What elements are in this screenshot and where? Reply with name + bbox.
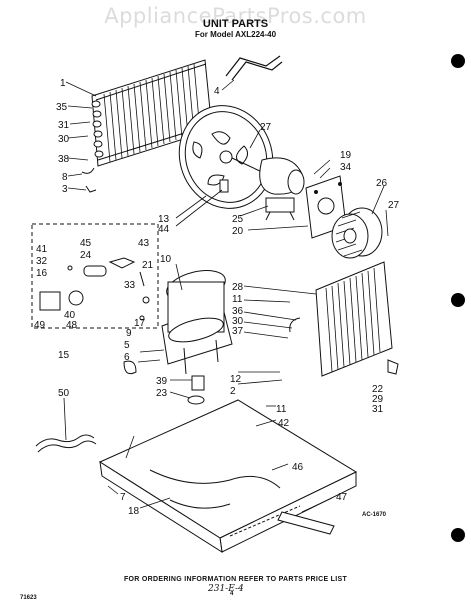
- callout-label: 18: [128, 506, 140, 517]
- callout-label: 47: [336, 492, 348, 503]
- compressor: [161, 270, 233, 375]
- callout-label: 24: [80, 250, 92, 261]
- callout-label: 31: [372, 404, 384, 415]
- callout-label: 27: [260, 122, 272, 133]
- callout-label: 11: [276, 404, 287, 415]
- callout-label: 35: [56, 102, 68, 113]
- callout-leader-lines: [63, 79, 389, 513]
- callout-label: 15: [58, 350, 70, 361]
- document-number: 71623: [20, 595, 37, 601]
- binder-hole-middle: [451, 293, 465, 307]
- callout-label: 19: [340, 150, 352, 161]
- callout-label: 32: [36, 256, 48, 267]
- callout-label: 45: [80, 238, 92, 249]
- callout-label: 4: [214, 86, 220, 97]
- callout-label: 30: [232, 316, 244, 327]
- callout-label: 20: [232, 226, 244, 237]
- callout-label: 27: [388, 200, 400, 211]
- callout-label: 21: [142, 260, 154, 271]
- base-pan: [98, 399, 358, 554]
- callout-label: 30: [58, 134, 70, 145]
- callout-label: 26: [376, 178, 388, 189]
- callout-label: 6: [124, 352, 130, 363]
- callout-label: 44: [158, 224, 170, 235]
- binder-hole-top: [451, 54, 465, 68]
- callout-label: 39: [156, 376, 168, 387]
- wire-harness: [35, 434, 97, 453]
- callout-label: 22: [372, 384, 384, 395]
- callout-label: 8: [62, 172, 68, 183]
- figure-code: AC-1670: [362, 512, 387, 518]
- fan-motor: [231, 157, 305, 221]
- callout-label: 33: [124, 280, 136, 291]
- callout-label: 50: [58, 388, 70, 399]
- evaporator-coil: [289, 261, 399, 377]
- bracket-part: [225, 55, 283, 81]
- callout-label: 5: [124, 340, 130, 351]
- ordering-instruction: FOR ORDERING INFORMATION REFER TO PARTS …: [123, 576, 348, 583]
- callout-label: 25: [232, 214, 244, 225]
- callout-label: 16: [36, 268, 48, 279]
- callout-label: 38: [58, 154, 70, 165]
- callout-label: 23: [156, 388, 168, 399]
- blower-wheel: [331, 207, 383, 259]
- page-number: 4: [230, 591, 234, 597]
- mounting-grommet: [123, 360, 205, 405]
- callout-numbers: 1 35 31 30 38 8 3 4 27 13 44 25 20 19 34…: [34, 78, 400, 517]
- callout-label: 42: [278, 418, 290, 429]
- callout-label: 41: [36, 244, 48, 255]
- callout-label: 28: [232, 282, 244, 293]
- callout-label: 49: [34, 320, 46, 331]
- condenser-coil: [81, 59, 213, 193]
- binder-hole-bottom: [451, 528, 465, 542]
- callout-label: 3: [62, 184, 68, 195]
- watermark: AppliancePartsPros.com: [104, 4, 367, 28]
- diagram-subtitle: For Model AXL224-40: [194, 30, 277, 39]
- callout-label: 7: [120, 492, 126, 503]
- callout-label: 43: [138, 238, 150, 249]
- callout-label: 9: [126, 328, 132, 339]
- condenser-fan-blade: [178, 105, 274, 209]
- callout-label: 34: [340, 162, 352, 173]
- callout-label: 2: [230, 386, 236, 397]
- callout-label: 10: [160, 254, 172, 265]
- callout-label: 37: [232, 326, 244, 337]
- callout-label: 1: [60, 78, 66, 89]
- callout-label: 11: [232, 294, 243, 305]
- callout-label: 31: [58, 120, 70, 131]
- callout-label: 29: [372, 394, 384, 405]
- callout-label: 48: [66, 320, 78, 331]
- electrical-components-group: [31, 223, 159, 329]
- callout-label: 40: [64, 310, 76, 321]
- callout-label: 36: [232, 306, 244, 317]
- callout-label: 46: [292, 462, 304, 473]
- callout-label: 17: [134, 318, 146, 329]
- callout-label: 12: [230, 374, 242, 385]
- diagram-title: UNIT PARTS: [202, 18, 269, 30]
- handwritten-note: 231-E-4: [208, 584, 244, 594]
- callout-label: 13: [158, 214, 170, 225]
